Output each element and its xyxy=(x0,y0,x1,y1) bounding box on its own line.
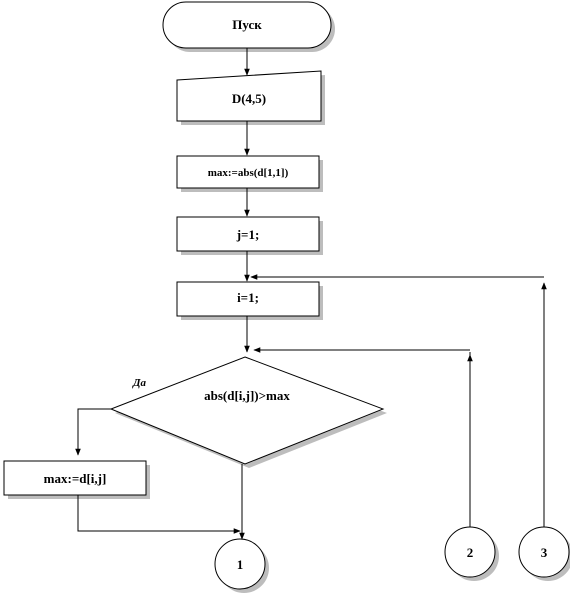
assign-max-block: max:=d[i,j] xyxy=(3,460,150,499)
yes-branch-label: Да xyxy=(132,377,147,389)
start-terminator: Пуск xyxy=(162,1,335,52)
input-label: D(4,5) xyxy=(232,91,266,106)
init-j-block: j=1; xyxy=(176,216,323,255)
input-block: D(4,5) xyxy=(176,70,325,125)
connector-3-label: 3 xyxy=(541,545,548,560)
assign-max-label: max:=d[i,j] xyxy=(44,471,107,486)
condition-decision: abs(d[i,j])>max xyxy=(109,356,387,468)
connector-1-label: 1 xyxy=(237,557,244,572)
init-max-label: max:=abs(d[1,1]) xyxy=(208,167,289,179)
connector-2-label: 2 xyxy=(467,545,474,560)
start-label: Пуск xyxy=(232,17,262,32)
connector-3: 3 xyxy=(518,526,570,581)
init-i-label: i=1; xyxy=(237,290,259,305)
condition-label: abs(d[i,j])>max xyxy=(204,388,290,403)
arrow-yes-to-assign-max xyxy=(75,408,111,456)
arrow-assign-max-to-merge xyxy=(77,495,241,534)
init-j-label: j=1; xyxy=(236,227,260,242)
connector-1: 1 xyxy=(214,538,269,593)
init-max-block: max:=abs(d[1,1]) xyxy=(176,155,323,192)
connector-2: 2 xyxy=(444,526,499,581)
init-i-block: i=1; xyxy=(176,281,323,320)
